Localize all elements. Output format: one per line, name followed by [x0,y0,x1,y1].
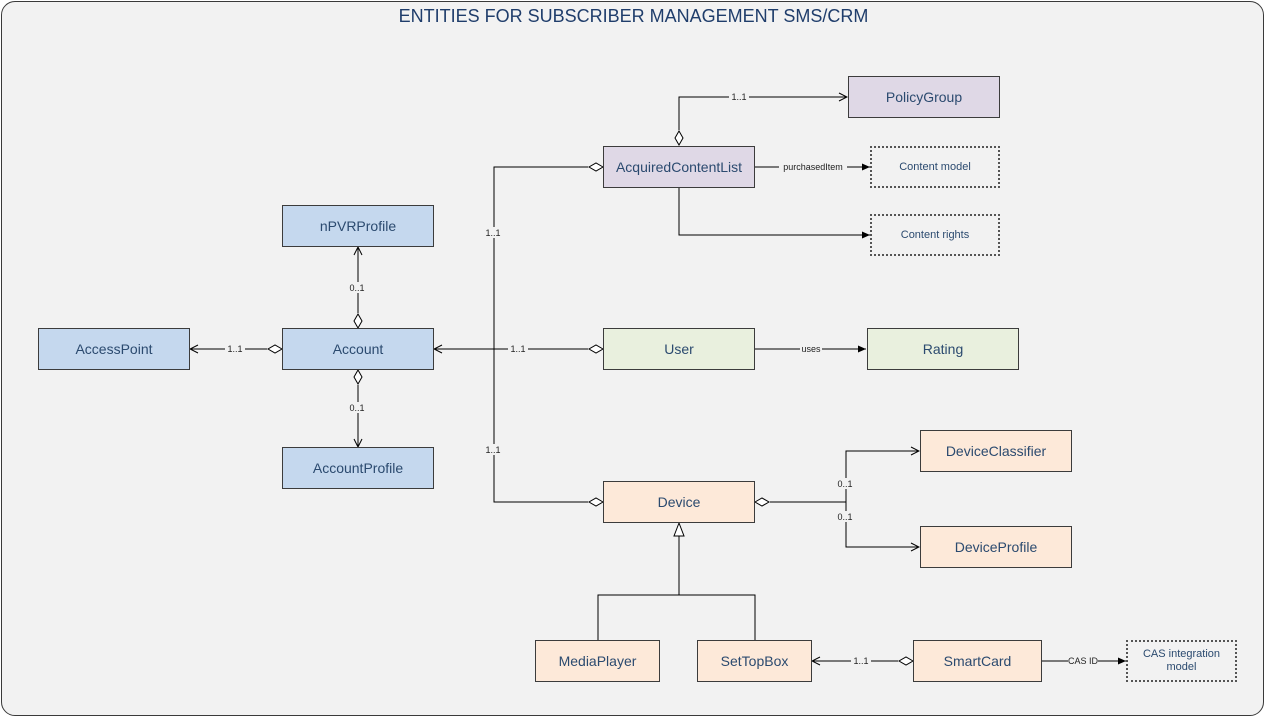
edge-acl-contentrights [678,188,870,239]
node-policy-group[interactable]: PolicyGroup [848,76,1000,118]
aggregation-diamond [587,497,605,507]
node-label: MediaPlayer [558,653,637,669]
node-label: nPVRProfile [319,218,397,234]
edge-label: 1..1 [510,344,525,354]
edge-generalization [597,536,756,640]
edge-label: 0..1 [349,403,364,413]
node-device-profile[interactable]: DeviceProfile [920,526,1072,568]
aggregation-diamond [353,312,363,330]
edge-label: 1..1 [227,344,242,354]
node-label: DeviceProfile [954,539,1038,555]
node-rating[interactable]: Rating [867,328,1019,370]
node-cas-integration-model[interactable]: CAS integration model [1126,640,1237,682]
node-device[interactable]: Device [603,481,755,523]
aggregation-diamond [753,497,771,507]
node-user[interactable]: User [603,328,755,370]
node-smart-card[interactable]: SmartCard [913,640,1042,682]
edge-label: 1..1 [853,656,868,666]
node-label: CAS integration model [1142,648,1221,673]
generalization-triangle [673,521,685,537]
node-content-rights[interactable]: Content rights [870,214,1000,256]
edge-acl-policygroup [678,97,847,130]
edge-label: 1..1 [485,228,500,238]
node-label: SetTopBox [720,653,789,669]
node-label: AccessPoint [75,341,153,357]
node-label: Account [332,341,384,357]
edge-label: 0..1 [837,479,852,489]
node-label: SmartCard [943,653,1012,669]
node-label: PolicyGroup [885,89,963,105]
edge-label: 1..1 [731,92,746,102]
node-device-classifier[interactable]: DeviceClassifier [920,430,1072,472]
aggregation-diamond [266,344,284,354]
node-content-model[interactable]: Content model [870,146,1000,188]
aggregation-diamond [587,162,605,172]
node-label: Content model [899,160,971,173]
edge-label: CAS ID [1068,656,1099,666]
node-label: AccountProfile [312,460,404,476]
edge-device-profile [845,502,919,547]
edge-bus-acl [493,166,588,503]
edge-label: 0..1 [837,512,852,522]
node-label: AcquiredContentList [615,159,743,175]
aggregation-diamond [897,656,915,666]
edge-label: 0..1 [349,283,364,293]
node-label: Rating [922,341,964,357]
node-set-top-box[interactable]: SetTopBox [697,640,812,682]
edge-label: uses [801,344,821,354]
node-label: User [664,341,694,357]
node-label: Device [657,494,701,510]
diagram-title: ENTITIES FOR SUBSCRIBER MANAGEMENT SMS/C… [398,6,869,26]
edge-label: 1..1 [485,445,500,455]
edge-label: purchasedItem [783,162,843,172]
node-access-point[interactable]: AccessPoint [38,328,190,370]
node-media-player[interactable]: MediaPlayer [535,640,660,682]
node-account-profile[interactable]: AccountProfile [282,447,434,489]
node-label: DeviceClassifier [945,443,1047,459]
node-acquired-content-list[interactable]: AcquiredContentList [603,146,755,188]
node-label: Content rights [900,228,970,241]
aggregation-diamond [353,368,363,386]
aggregation-diamond [587,344,605,354]
node-npvr-profile[interactable]: nPVRProfile [282,205,434,247]
node-account[interactable]: Account [282,328,434,370]
edge-device-classifier [770,451,919,503]
aggregation-diamond [674,129,684,147]
